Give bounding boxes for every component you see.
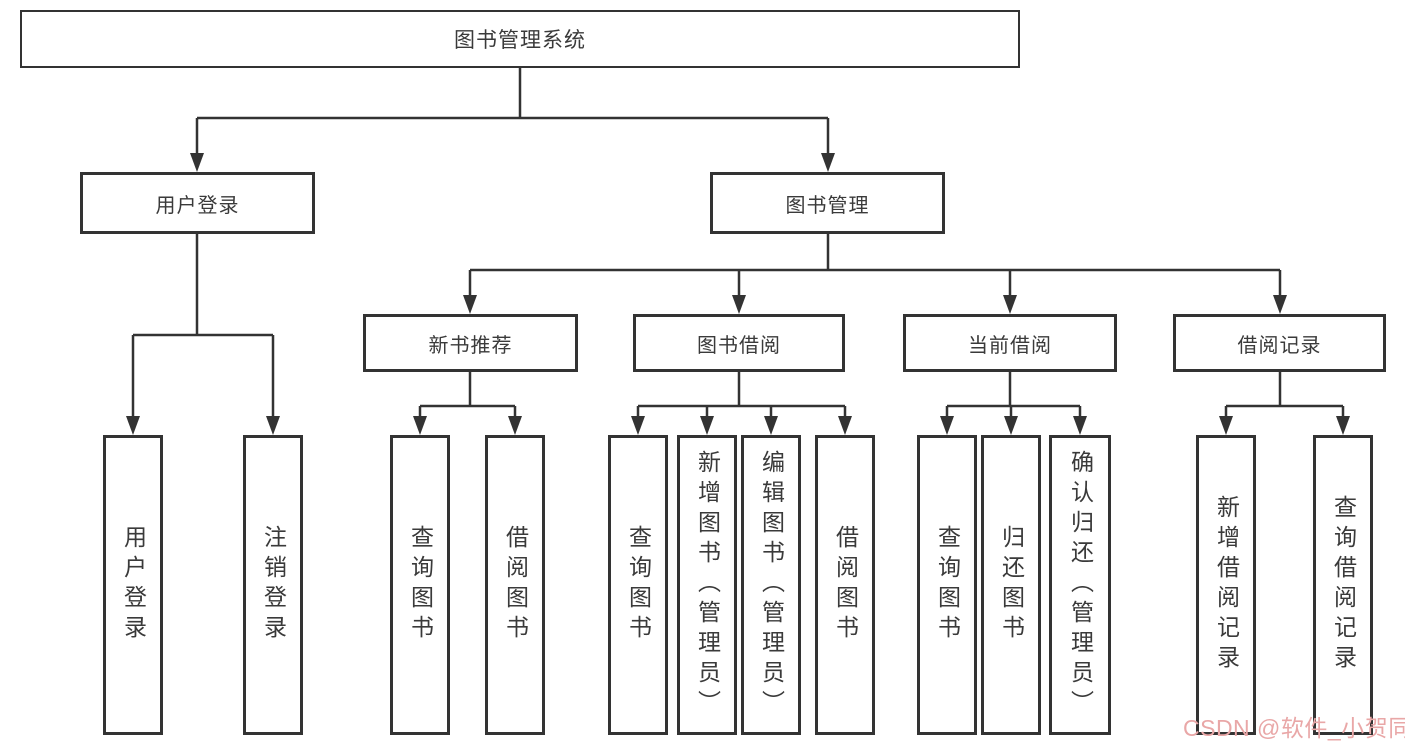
leaf-user-login: 用户登录 (103, 435, 163, 735)
leaf-confirm-return-admin-label: 确认归还（管理员） (1067, 450, 1094, 720)
node-root: 图书管理系统 (20, 10, 1020, 68)
leaf-borrow-books-recommend-label: 借阅图书 (502, 525, 529, 645)
leaf-return-books: 归还图书 (981, 435, 1041, 735)
leaf-add-borrow-record-label: 新增借阅记录 (1213, 495, 1240, 675)
leaf-edit-books-admin: 编辑图书（管理员） (741, 435, 801, 735)
node-user-login: 用户登录 (80, 172, 315, 234)
leaf-return-books-label: 归还图书 (998, 525, 1025, 645)
leaf-query-books-current: 查询图书 (917, 435, 977, 735)
node-book-borrow: 图书借阅 (633, 314, 845, 372)
leaf-query-books-recommend-label: 查询图书 (407, 525, 434, 645)
leaf-add-borrow-record: 新增借阅记录 (1196, 435, 1256, 735)
leaf-borrow-books-label: 借阅图书 (832, 525, 859, 645)
leaf-edit-books-admin-label: 编辑图书（管理员） (758, 450, 785, 720)
leaf-query-books-recommend: 查询图书 (390, 435, 450, 735)
leaf-logout-label: 注销登录 (260, 525, 287, 645)
node-current-borrow: 当前借阅 (903, 314, 1117, 372)
leaf-query-borrow-record-label: 查询借阅记录 (1330, 495, 1357, 675)
leaf-confirm-return-admin: 确认归还（管理员） (1049, 435, 1111, 735)
leaf-user-login-label: 用户登录 (120, 525, 147, 645)
node-book-management: 图书管理 (710, 172, 945, 234)
leaf-add-books-admin-label: 新增图书（管理员） (694, 450, 721, 720)
leaf-query-borrow-record: 查询借阅记录 (1313, 435, 1373, 735)
leaf-borrow-books-recommend: 借阅图书 (485, 435, 545, 735)
leaf-borrow-books: 借阅图书 (815, 435, 875, 735)
leaf-query-books-borrow: 查询图书 (608, 435, 668, 735)
leaf-query-books-current-label: 查询图书 (934, 525, 961, 645)
node-borrow-record: 借阅记录 (1173, 314, 1386, 372)
leaf-query-books-borrow-label: 查询图书 (625, 525, 652, 645)
csdn-watermark: CSDN @软件_小贺同学 (1183, 715, 1405, 741)
leaf-logout: 注销登录 (243, 435, 303, 735)
node-new-book-recommend: 新书推荐 (363, 314, 578, 372)
leaf-add-books-admin: 新增图书（管理员） (677, 435, 737, 735)
